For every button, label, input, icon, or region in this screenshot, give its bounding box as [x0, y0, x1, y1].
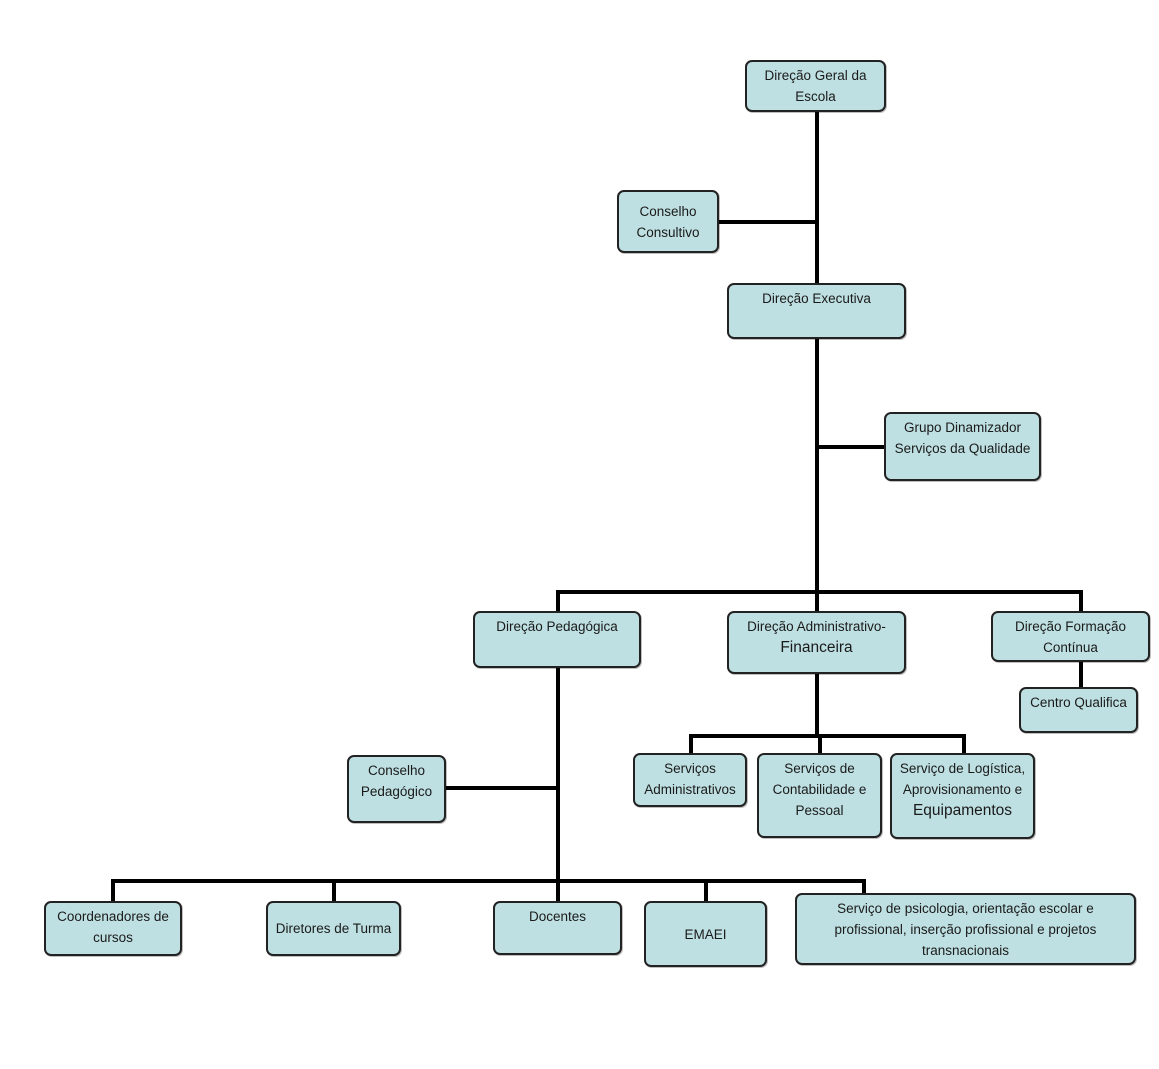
node-label: Docentes	[528, 909, 587, 924]
node-servicos-administrativos: Serviços Administrativos	[633, 753, 747, 807]
node-label: Grupo Dinamizador Serviços da Qualidade	[894, 420, 1031, 456]
node-direcao-executiva: Direção Executiva	[727, 283, 906, 339]
node-label: Direção Geral da Escola	[764, 68, 867, 104]
node-label: Serviços Administrativos	[644, 761, 736, 797]
node-direcao-administrativo-financeira: Direção Administrativo- Financeira	[727, 611, 906, 674]
node-label: Direção Executiva	[762, 291, 871, 306]
node-label: Diretores de Turma	[275, 921, 392, 936]
node-direcao-geral: Direção Geral da Escola	[745, 60, 886, 112]
node-conselho-pedagogico: Conselho Pedagógico	[347, 755, 446, 823]
node-diretores-de-turma: Diretores de Turma	[266, 901, 401, 956]
node-centro-qualifica: Centro Qualifica	[1019, 687, 1138, 733]
node-label-line2: Financeira	[780, 639, 853, 656]
node-label: Serviço de psicologia, orientação escola…	[834, 901, 1097, 958]
node-label: Direção Formação Contínua	[1014, 619, 1127, 655]
node-servico-psicologia: Serviço de psicologia, orientação escola…	[795, 893, 1136, 965]
node-label-line2: Equipamentos	[912, 802, 1013, 819]
node-label: Centro Qualifica	[1030, 695, 1127, 710]
node-label: EMAEI	[684, 926, 727, 942]
node-label: Direção Pedagógica	[496, 619, 618, 634]
node-servico-logistica: Serviço de Logística, Aprovisionamento e…	[890, 753, 1035, 839]
node-label: Conselho Consultivo	[636, 203, 700, 240]
node-coordenadores-de-cursos: Coordenadores de cursos	[44, 901, 182, 956]
node-direcao-pedagogica: Direção Pedagógica	[473, 611, 641, 668]
node-grupo-dinamizador: Grupo Dinamizador Serviços da Qualidade	[884, 412, 1041, 481]
node-label-line1: Serviço de Logística, Aprovisionamento e	[899, 761, 1026, 797]
node-label: Conselho Pedagógico	[360, 763, 433, 799]
node-emaei: EMAEI	[644, 901, 767, 967]
node-docentes: Docentes	[493, 901, 622, 955]
node-label: Coordenadores de cursos	[57, 909, 169, 945]
node-servicos-contabilidade: Serviços de Contabilidade e Pessoal	[757, 753, 882, 838]
node-label-line1: Direção Administrativo-	[747, 619, 886, 634]
node-direcao-formacao-continua: Direção Formação Contínua	[991, 611, 1150, 662]
node-conselho-consultivo: Conselho Consultivo	[617, 190, 719, 253]
node-label: Serviços de Contabilidade e Pessoal	[772, 761, 867, 818]
